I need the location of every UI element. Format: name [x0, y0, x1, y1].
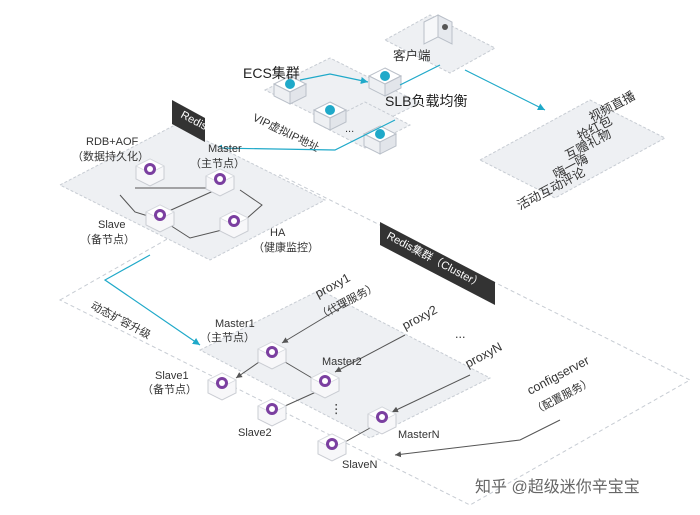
- dots: ...: [345, 123, 354, 135]
- ha-label-1: HA: [270, 227, 286, 239]
- slave2-node-icon: [257, 398, 287, 427]
- scale-link: [103, 254, 201, 346]
- rdb-label-2: （数据持久化）: [72, 149, 149, 163]
- client-panel: [383, 14, 497, 74]
- link: [334, 334, 406, 373]
- cluster-title-tag: Redis集群（Cluster）: [380, 222, 495, 305]
- slave1-label-1: Slave1: [155, 370, 189, 382]
- master1-label-2: （主节点）: [200, 331, 255, 344]
- link: [284, 391, 317, 407]
- client-to-slb-link: [399, 64, 441, 86]
- master-label-2: （主节点）: [190, 157, 245, 170]
- business-panel: [478, 99, 667, 199]
- slave2-label: Slave2: [238, 427, 272, 439]
- proxy-dots: ...: [455, 327, 465, 341]
- link: [344, 427, 371, 443]
- slave-label-1: Slave: [98, 219, 126, 231]
- link: [239, 189, 263, 221]
- vip-label: VIP虚拟IP地址: [251, 110, 322, 154]
- link: [394, 419, 561, 458]
- link: [281, 304, 346, 344]
- slave1-label-2: （备节点）: [142, 382, 197, 396]
- scale-label: 动态扩容升级: [89, 298, 154, 341]
- ha-label-2: （健康监控）: [253, 240, 319, 254]
- cluster-title: Redis集群（Cluster）: [385, 228, 486, 291]
- link: [119, 194, 149, 217]
- ecs-label: ECS集群: [243, 65, 300, 81]
- vip-to-redis-link: [214, 119, 396, 152]
- link: [284, 361, 313, 379]
- masterN-label: MasterN: [398, 429, 440, 441]
- client-icon: [423, 14, 453, 45]
- cluster-panel: [198, 289, 492, 439]
- redis-panel: [58, 124, 327, 261]
- link: [391, 374, 471, 413]
- master2-label: Master2: [322, 356, 362, 368]
- link: [235, 359, 263, 379]
- slaveN-node-icon: [317, 433, 347, 462]
- ecs-to-slb-link: [299, 73, 369, 85]
- slave-label-2: （备节点）: [80, 232, 135, 246]
- proxyN-label: proxyN: [463, 340, 505, 371]
- client-to-business-link: [464, 69, 546, 111]
- watermark: 知乎 @超级迷你辛宝宝: [475, 478, 640, 496]
- proxy2-label: proxy2: [400, 303, 440, 333]
- slaveN-label: SlaveN: [342, 459, 378, 471]
- vertical-dots: ⋮: [330, 402, 343, 416]
- master-label-1: Master: [208, 143, 242, 155]
- master1-label-1: Master1: [215, 318, 255, 330]
- slave1-node-icon: [207, 372, 237, 401]
- rdb-label-1: RDB+AOF: [86, 136, 139, 148]
- slb-label: SLB负载均衡: [385, 93, 467, 109]
- client-label: 客户端: [393, 48, 431, 63]
